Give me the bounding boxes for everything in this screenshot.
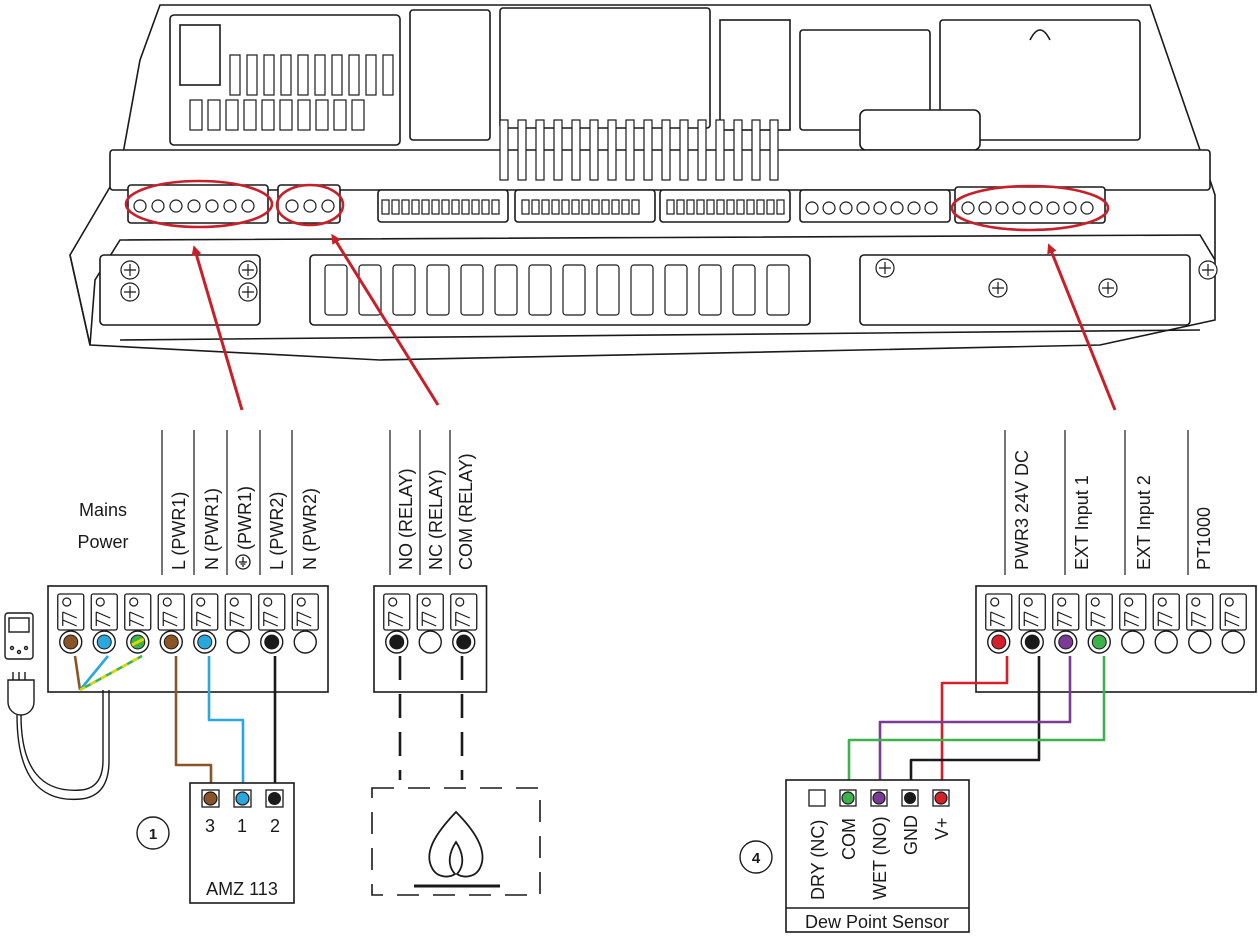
power-terminal-1: [57, 593, 85, 654]
terminal-label-dividers: [161, 430, 1189, 575]
input-terminal-4: [1085, 593, 1113, 654]
amz-pin-label-1: 1: [237, 816, 247, 836]
amz-pin-3-dot: [203, 791, 218, 806]
power-terminal-5: [191, 593, 219, 654]
amz-pin-2-dot: [268, 792, 281, 805]
boiler-flame-illustration: [371, 787, 541, 896]
input-terminal-8: [1219, 593, 1247, 654]
label-ext-input-2: EXT Input 2: [1134, 475, 1154, 570]
svg-text:1: 1: [149, 826, 157, 843]
wire-plug-brown: [73, 655, 82, 691]
label-pwr3-24v: PWR3 24V DC: [1012, 450, 1032, 570]
dew-pin-label-dry-nc: DRY (NC): [808, 820, 828, 900]
input-terminal-7: [1186, 593, 1214, 654]
power-terminal-2: [90, 593, 118, 654]
flame-icon: [414, 810, 500, 888]
dew-pin-gnd-dot: [904, 792, 916, 804]
callout-badge-4: 4: [739, 840, 773, 874]
arrow-to-relay-terminals: [331, 233, 440, 406]
dew-pin-label-wet-no: WET (NO): [870, 816, 890, 900]
callout-badge-1: 1: [136, 816, 170, 850]
mains-plug-icon: [4, 612, 110, 801]
input-terminal-1: [985, 593, 1013, 654]
wire-amz-blue: [207, 656, 245, 795]
power-terminal-3: [124, 593, 152, 654]
amz-pin-label-2: 2: [270, 816, 280, 836]
mains-power-label-line1: Mains: [79, 500, 127, 520]
wire-dew-green: [847, 656, 1106, 795]
relay-terminal-3: [450, 593, 478, 654]
dew-pin-vplus-dot: [934, 791, 948, 805]
label-n-pwr2: N (PWR2): [300, 488, 320, 570]
label-earth-pwr1: (PWR1): [235, 486, 255, 550]
dew-pin-com-dot: [841, 791, 855, 805]
label-l-pwr1: L (PWR1): [169, 492, 189, 570]
amz-pin-1-dot: [235, 791, 250, 806]
power-terminal-4: [157, 593, 185, 654]
label-n-pwr1: N (PWR1): [202, 488, 222, 570]
wire-dew-black: [909, 656, 1041, 795]
dew-pin-label-gnd: GND: [901, 815, 921, 855]
dew-device-name: Dew Point Sensor: [805, 912, 949, 932]
arrow-to-power-terminals: [191, 245, 244, 411]
highlight-ellipse-power: [124, 179, 274, 229]
label-ext-input-1: EXT Input 1: [1072, 475, 1092, 570]
amz-113-device: 3 1 2 AMZ 113: [189, 782, 295, 904]
mains-power-label-line2: Power: [77, 532, 128, 552]
highlight-ellipse-inputs: [950, 184, 1110, 232]
terminal-block-relay: [373, 585, 488, 693]
terminal-block-inputs: [975, 585, 1257, 693]
terminal-block-power: [47, 585, 329, 693]
relay-terminal-2: [416, 593, 444, 654]
relay-terminal-1: [383, 593, 411, 654]
label-pt1000: PT1000: [1194, 507, 1214, 570]
dew-point-sensor-device: DRY (NC) COM WET (NO) GND V+ Dew Point S…: [785, 779, 970, 933]
label-nc-relay: NC (RELAY): [426, 469, 446, 570]
arrow-to-input-terminals: [1047, 243, 1117, 411]
svg-text:4: 4: [752, 850, 761, 867]
label-no-relay: NO (RELAY): [396, 468, 416, 570]
power-terminal-8: [291, 593, 319, 654]
dew-pin-wet-dot: [872, 791, 886, 805]
wire-plug-earth-green: [79, 654, 143, 692]
wire-amz-brown: [174, 656, 213, 795]
dew-pin-label-com: COM: [839, 818, 859, 860]
wire-dew-purple: [878, 656, 1072, 795]
dew-pin-label-vplus: V+: [932, 817, 952, 840]
highlight-ellipse-relay: [275, 183, 345, 227]
power-terminal-7: [258, 593, 286, 654]
board-detail: [120, 54, 1218, 316]
input-terminal-2: [1018, 593, 1046, 654]
input-terminal-6: [1152, 593, 1180, 654]
power-terminal-6: [224, 593, 252, 654]
amz-device-name: AMZ 113: [206, 879, 278, 899]
earth-symbol-icon: [235, 554, 251, 570]
input-terminal-3: [1052, 593, 1080, 654]
amz-pin-label-3: 3: [205, 816, 215, 836]
label-l-pwr2: L (PWR2): [267, 492, 287, 570]
wire-plug-blue: [78, 655, 110, 691]
input-terminal-5: [1119, 593, 1147, 654]
label-com-relay: COM (RELAY): [456, 453, 476, 570]
